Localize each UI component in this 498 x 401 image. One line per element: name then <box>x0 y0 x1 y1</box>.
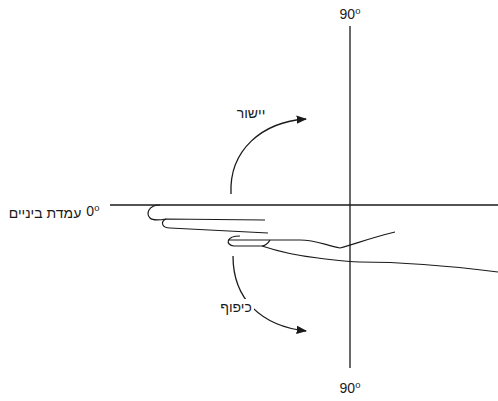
angle-label: 0⁰ <box>84 203 101 220</box>
motion-label: יישור <box>235 105 268 122</box>
extension-arrow <box>231 119 306 194</box>
horizontal-axis <box>110 204 498 205</box>
motion-label: כיפוף <box>218 299 254 316</box>
flexion-arrow <box>233 256 306 331</box>
angle-label: 90⁰ <box>337 6 362 23</box>
vertical-axis <box>349 26 350 368</box>
hand-drawing <box>148 205 498 272</box>
angle-label: 90⁰ <box>337 380 362 397</box>
position-label: עמדת ביניים <box>7 205 84 222</box>
